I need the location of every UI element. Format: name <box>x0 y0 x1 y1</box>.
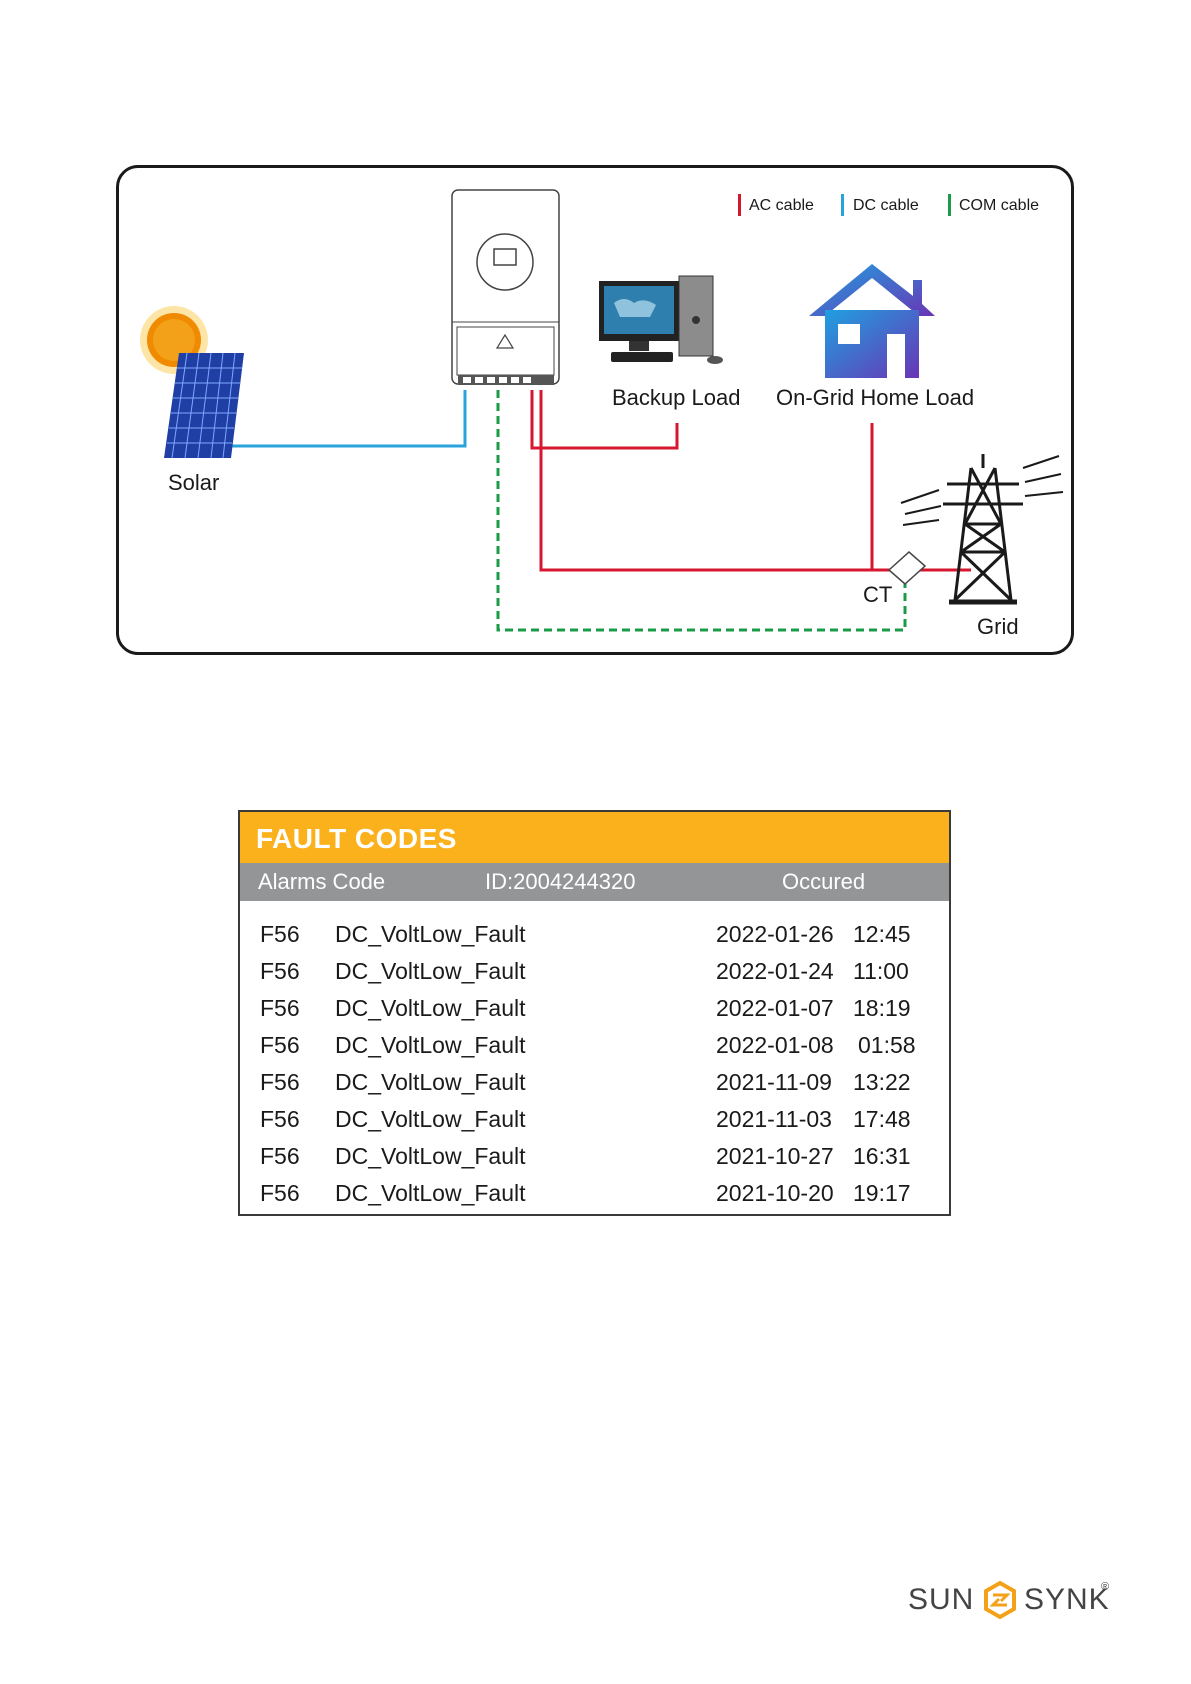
registered-mark: ® <box>1101 1581 1110 1593</box>
ac-cable-backup <box>530 390 679 450</box>
fault-time: 01:58 <box>858 1032 916 1058</box>
fault-name: DC_VoltLow_Fault <box>335 1180 526 1206</box>
com-cable <box>496 390 907 632</box>
table-row: F56 DC_VoltLow_Fault 2022-01-26 12:45 <box>240 921 949 958</box>
fault-code: F56 <box>260 995 300 1021</box>
grid-label: Grid <box>977 614 1019 639</box>
table-row: F56 DC_VoltLow_Fault 2021-10-27 16:31 <box>240 1143 949 1180</box>
wiring-diagram: AC cable DC cable COM cable Solar Backup… <box>116 165 1074 655</box>
dc-legend-label: DC cable <box>853 197 919 214</box>
fault-name: DC_VoltLow_Fault <box>335 1032 526 1058</box>
fault-time: 18:19 <box>853 995 911 1021</box>
brand-left: SUN <box>908 1583 975 1616</box>
com-legend-label: COM cable <box>959 197 1040 214</box>
ac-legend-swatch <box>738 194 741 216</box>
ac-cable-grid <box>539 390 935 572</box>
column-occured: Occured <box>782 869 866 894</box>
fault-codes-title: FAULT CODES <box>240 812 949 863</box>
table-row: F56 DC_VoltLow_Fault 2021-11-03 17:48 <box>240 1106 949 1143</box>
fault-date: 2022-01-08 <box>716 1032 834 1058</box>
fault-code: F56 <box>260 1143 300 1169</box>
ct-label: CT <box>863 582 893 607</box>
fault-code: F56 <box>260 1180 300 1206</box>
fault-time: 17:48 <box>853 1106 911 1132</box>
fault-name: DC_VoltLow_Fault <box>335 1069 526 1095</box>
fault-date: 2021-11-03 <box>716 1106 832 1132</box>
fault-time: 16:31 <box>853 1143 911 1169</box>
fault-codes-table: FAULT CODES Alarms Code ID:2004244320 Oc… <box>238 810 951 1216</box>
ac-legend-label: AC cable <box>749 197 814 214</box>
table-row: F56 DC_VoltLow_Fault 2022-01-07 18:19 <box>240 995 949 1032</box>
house-icon <box>809 264 935 378</box>
fault-date: 2022-01-07 <box>716 995 834 1021</box>
dc-cable <box>232 390 467 448</box>
fault-code: F56 <box>260 1069 300 1095</box>
inverter-icon <box>451 189 560 385</box>
fault-time: 19:17 <box>853 1180 911 1206</box>
fault-time: 13:22 <box>853 1069 911 1095</box>
fault-date: 2021-11-09 <box>716 1069 832 1095</box>
fault-codes-column-header: Alarms Code ID:2004244320 Occured <box>240 863 949 901</box>
brand-right: SYNK <box>1024 1583 1110 1616</box>
fault-date: 2021-10-20 <box>716 1180 834 1206</box>
diagram-graphics <box>140 189 1064 632</box>
dc-legend-swatch <box>841 194 844 216</box>
fault-name: DC_VoltLow_Fault <box>335 995 526 1021</box>
backup-load-label: Backup Load <box>612 385 741 410</box>
fault-date: 2021-10-27 <box>716 1143 834 1169</box>
table-row: F56 DC_VoltLow_Fault 2022-01-24 11:00 <box>240 958 949 995</box>
sunsynk-swirl-icon <box>984 1580 1016 1620</box>
computer-icon <box>599 275 723 364</box>
column-device-id: ID:2004244320 <box>485 869 636 894</box>
fault-date: 2022-01-26 <box>716 921 834 947</box>
fault-code: F56 <box>260 958 300 984</box>
fault-name: DC_VoltLow_Fault <box>335 958 526 984</box>
table-row: F56 DC_VoltLow_Fault 2021-10-20 19:17 <box>240 1180 949 1217</box>
com-legend-swatch <box>948 194 951 216</box>
fault-time: 12:45 <box>853 921 911 947</box>
solar-panel-icon <box>164 352 244 459</box>
sunsynk-logo: SUN SYNK ® <box>908 1575 1110 1627</box>
fault-date: 2022-01-24 <box>716 958 834 984</box>
table-row: F56 DC_VoltLow_Fault 2021-11-09 13:22 <box>240 1069 949 1106</box>
fault-name: DC_VoltLow_Fault <box>335 1106 526 1132</box>
fault-time: 11:00 <box>853 958 909 984</box>
solar-label: Solar <box>168 470 220 495</box>
ct-clamp-icon <box>887 550 927 586</box>
fault-name: DC_VoltLow_Fault <box>335 921 526 947</box>
home-load-label: On-Grid Home Load <box>776 385 975 410</box>
fault-code: F56 <box>260 1106 300 1132</box>
fault-code: F56 <box>260 921 300 947</box>
column-alarms-code: Alarms Code <box>258 869 386 894</box>
power-pylon-icon <box>900 454 1064 605</box>
fault-name: DC_VoltLow_Fault <box>335 1143 526 1169</box>
table-row: F56 DC_VoltLow_Fault 2022-01-08 01:58 <box>240 1032 949 1069</box>
fault-code: F56 <box>260 1032 300 1058</box>
